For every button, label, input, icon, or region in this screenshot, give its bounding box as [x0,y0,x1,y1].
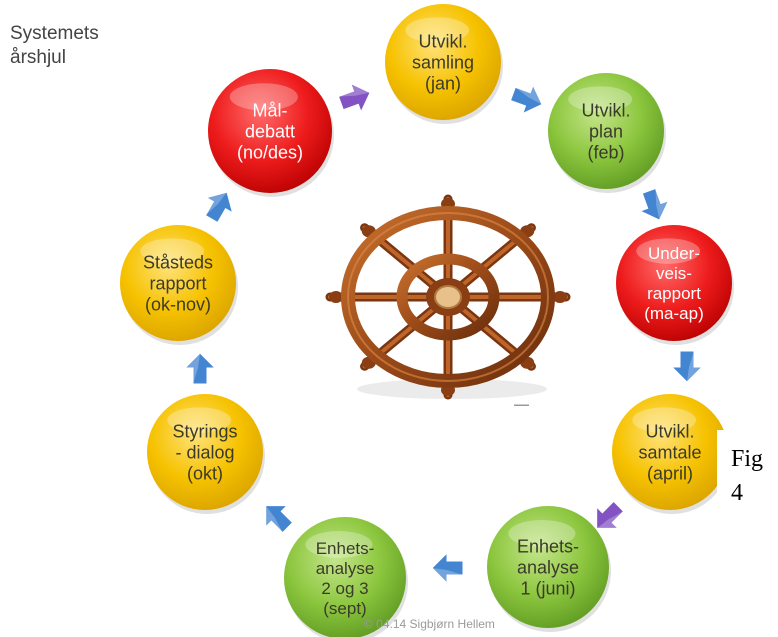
node-utvikl-samling: Utvikl.samling(jan) [385,4,503,124]
node-circle [147,394,263,510]
node-styringsdialog: Styrings- dialog(okt) [147,394,265,514]
footer-credit: © 04.14 Sigbjørn Hellem [364,617,495,631]
node-circle [548,73,664,189]
node-label-line: Utvikl. [419,31,468,51]
node-label-line: analyse [517,557,579,577]
node-circle [208,69,332,193]
node-label-line: (no/des) [237,142,303,162]
node-label-line: rapport [647,284,701,303]
figure-label-line-2: 4 [731,480,743,506]
title-line-2: årshjul [10,47,66,68]
flow-arrow-icon [670,350,704,383]
node-label-line: (april) [647,463,693,483]
node-label-line: (okt) [187,463,223,483]
flow-arrow-icon [337,82,371,114]
node-label-line: (jan) [425,73,461,93]
node-label-line: (sept) [323,599,366,618]
node-label-line: samling [412,52,474,72]
node-label-line: samtale [638,442,701,462]
node-label-line: Enhets- [316,539,375,558]
flow-arrow-icon [265,505,294,534]
node-label-line: Mål- [253,100,288,120]
node-label-line: 1 (juni) [520,578,575,598]
node-circle [284,517,406,637]
node-label-line: rapport [149,273,206,293]
node-label-line: (ok-nov) [145,294,211,314]
flow-arrow-icon [431,551,464,585]
flow-arrow-icon [183,352,217,385]
node-underveis-rapport: Under-veis-rapport(ma-ap) [616,225,734,345]
node-label-line: analyse [316,559,375,578]
figure-label: Fig 4 [717,430,778,520]
node-circle [616,225,732,341]
title-line-1: Systemets [10,23,99,44]
node-label-line: Ståsteds [143,252,213,272]
cycle-arrows [183,82,704,585]
ships-wheel-icon [325,194,571,400]
node-label-line: - dialog [175,442,234,462]
node-label-line: Enhets- [517,536,579,556]
node-label-line: Utvikl. [582,100,631,120]
flow-arrow-icon [596,500,625,529]
node-circle [612,394,728,510]
node-label-line: Under- [648,244,700,263]
node-circle [385,4,501,120]
node-label-line: plan [589,121,623,141]
node-label-line: (feb) [587,142,624,162]
node-label-line: Utvikl. [646,421,695,441]
flow-arrow-icon [204,191,234,224]
image-caption: ▬▬▬ [514,402,529,408]
node-label-line: veis- [656,264,692,283]
node-circle [487,506,609,628]
node-circle [120,225,236,341]
node-label-line: 2 og 3 [321,579,368,598]
node-maal-debatt: Mål-debatt(no/des) [208,69,334,197]
flow-arrow-icon [509,83,543,115]
flow-arrow-icon [638,187,670,221]
figure-label-line-1: Fig [731,446,764,472]
node-utvikl-plan: Utvikl.plan(feb) [548,73,666,193]
node-label-line: (ma-ap) [644,304,704,323]
node-label-line: Styrings [172,421,237,441]
node-label-line: debatt [245,121,295,141]
node-utvikl-samtale: Utvikl.samtale(april) [612,394,730,514]
diagram-title: Systemets årshjul [10,22,99,70]
cycle-nodes: Utvikl.samling(jan)Utvikl.plan(feb)Under… [120,4,734,637]
